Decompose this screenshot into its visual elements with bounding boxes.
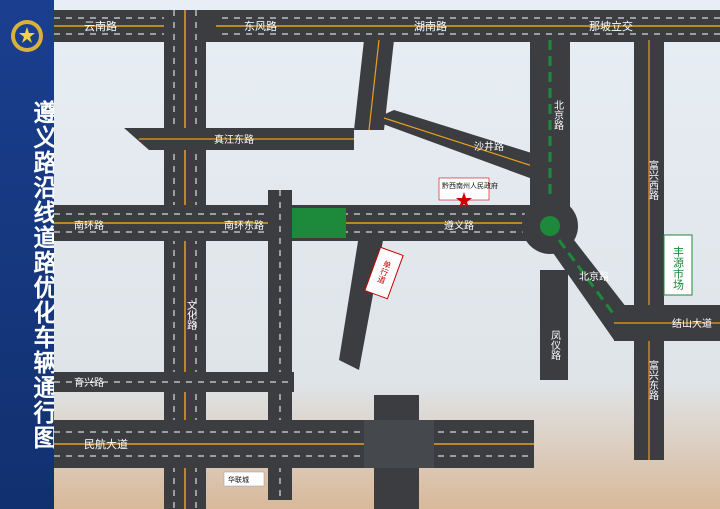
fengyi-road [540,270,568,380]
label-napo: 那坡立交 [589,19,633,33]
label-wenhua: 文化路 [185,299,197,331]
label-fuxing-west: 富兴西路 [647,159,659,201]
yuxing-road [54,372,294,392]
minhang-road [54,420,534,468]
label-beijing: 北京路 [552,100,564,131]
label-minhang: 民航大道 [84,437,128,451]
fengyuan-market-sign: 丰源市场 [663,234,693,296]
oneway-sign: 单行道 [364,246,404,300]
one-way-section [290,208,346,238]
star-icon [456,192,472,208]
label-dongfeng: 东风路 [244,20,277,33]
beijing-road [530,40,570,210]
zunyi-road [54,205,554,241]
label-beijing-south: 北京路 [579,270,609,283]
huaxia-box: 华联城 [223,471,265,487]
shajing-road [372,110,554,185]
title-sidebar: 遵义路沿线道路优化车辆通行图 [0,0,57,509]
label-nanhuan-east: 南环东路 [224,219,264,232]
road-map: 云南路 东风路 湖南路 那坡立交 真江东路 沙井路 北京路 富兴西路 南环路 南… [54,0,720,509]
label-yunnan: 云南路 [84,20,117,33]
label-fengyi: 凤仪路 [549,330,561,361]
jieshan-road [614,305,720,341]
label-zhenjiang: 真江东路 [214,133,254,146]
label-shajing: 沙井路 [474,140,504,153]
shajing-north-road [354,39,394,131]
fuxing-road [634,40,664,460]
government-label: 黔西南州人民政府 [442,181,498,190]
zhenjiang-road [124,128,354,150]
label-hunan: 湖南路 [414,20,447,33]
label-zunyi: 遵义路 [444,219,474,232]
government-marker: 黔西南州人民政府 [438,177,498,208]
label-jieshan: 结山大道 [672,317,712,330]
minhang-intersection [364,395,434,509]
map-title: 遵义路沿线道路优化车辆通行图 [29,100,57,450]
label-nanhuan: 南环路 [74,219,104,232]
label-fuxing-east: 富兴东路 [647,359,659,401]
huaxia-label: 华联城 [228,475,249,484]
fengyuan-label: 丰源市场 [672,246,685,291]
label-yuxing: 育兴路 [74,376,104,389]
police-emblem-icon [11,20,43,52]
